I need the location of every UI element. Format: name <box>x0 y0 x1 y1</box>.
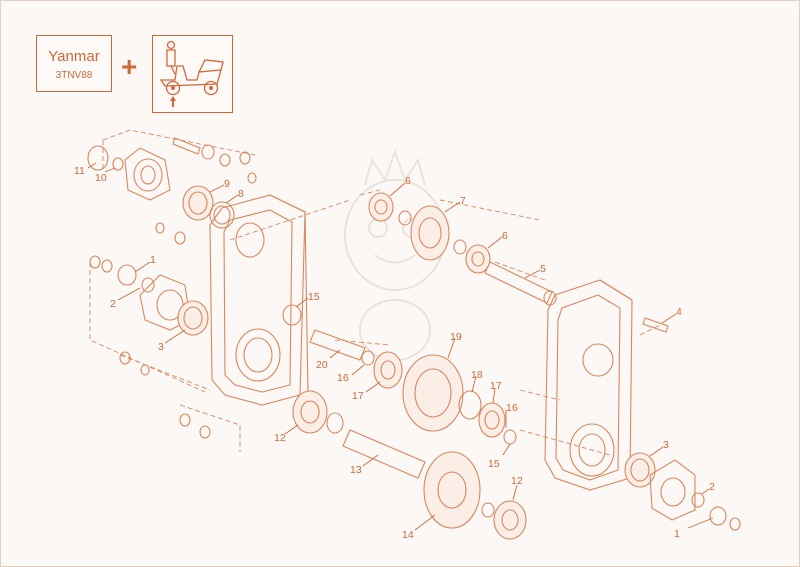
plus-icon: + <box>121 51 138 82</box>
middle-shaft-assembly <box>309 329 517 445</box>
callout-17-left: 17 <box>352 390 364 402</box>
right-lower-assembly <box>624 452 741 531</box>
callout-2-right: 2 <box>709 481 715 493</box>
callout-15-lower: 15 <box>488 458 500 470</box>
upper-shaft-assembly <box>368 192 557 306</box>
machine-icon-box <box>152 35 233 113</box>
bolt-4 <box>642 317 669 333</box>
callout-15-upper: 15 <box>308 291 320 303</box>
callout-7: 7 <box>460 195 466 207</box>
callout-8: 8 <box>238 188 244 200</box>
right-housing <box>544 279 633 491</box>
o-ring-15-upper <box>282 304 302 326</box>
assembly-guide-lines <box>89 129 661 456</box>
callout-5: 5 <box>540 263 546 275</box>
callout-12-left: 12 <box>274 432 286 444</box>
callout-14: 14 <box>402 529 414 541</box>
callout-1-left: 1 <box>150 254 156 266</box>
callout-2-left: 2 <box>110 298 116 310</box>
top-cover-flange <box>87 145 171 201</box>
callout-16-right: 16 <box>506 402 518 414</box>
left-housing <box>209 194 309 406</box>
callout-12-right: 12 <box>511 475 523 487</box>
gear-7 <box>410 205 450 261</box>
callouts: 1 2 3 4 5 6 6 7 8 9 10 11 12 12 13 14 15 <box>74 162 715 541</box>
engine-model: 3TNV88 <box>55 70 93 81</box>
callout-17-right: 17 <box>490 380 502 392</box>
left-lower-assembly <box>89 255 211 439</box>
gear-14 <box>423 451 481 529</box>
callout-10: 10 <box>95 172 107 184</box>
callout-13: 13 <box>350 464 362 476</box>
callout-11: 11 <box>74 165 85 177</box>
shaft-20 <box>309 329 366 361</box>
callout-4: 4 <box>676 306 682 318</box>
callout-9: 9 <box>224 178 230 190</box>
callout-16-left: 16 <box>337 372 349 384</box>
shaft-13 <box>342 429 426 479</box>
callout-6-lower: 6 <box>502 230 508 242</box>
lower-shaft-assembly <box>292 390 527 540</box>
gear-19 <box>402 354 464 432</box>
callout-6-upper: 6 <box>405 175 411 187</box>
callout-3-right: 3 <box>663 439 669 451</box>
callout-18: 18 <box>471 369 483 381</box>
dumper-machine-icon <box>159 40 224 107</box>
callout-19: 19 <box>450 331 462 343</box>
seal-9-circlip-8 <box>182 185 235 229</box>
callout-3-left: 3 <box>158 341 164 353</box>
callout-20: 20 <box>316 359 328 371</box>
shaft-5 <box>484 261 553 304</box>
top-bolts-washers <box>155 137 257 245</box>
callout-1-right: 1 <box>674 528 680 540</box>
engine-brand-box: Yanmar 3TNV88 <box>36 35 112 92</box>
engine-brand: Yanmar <box>48 48 100 65</box>
